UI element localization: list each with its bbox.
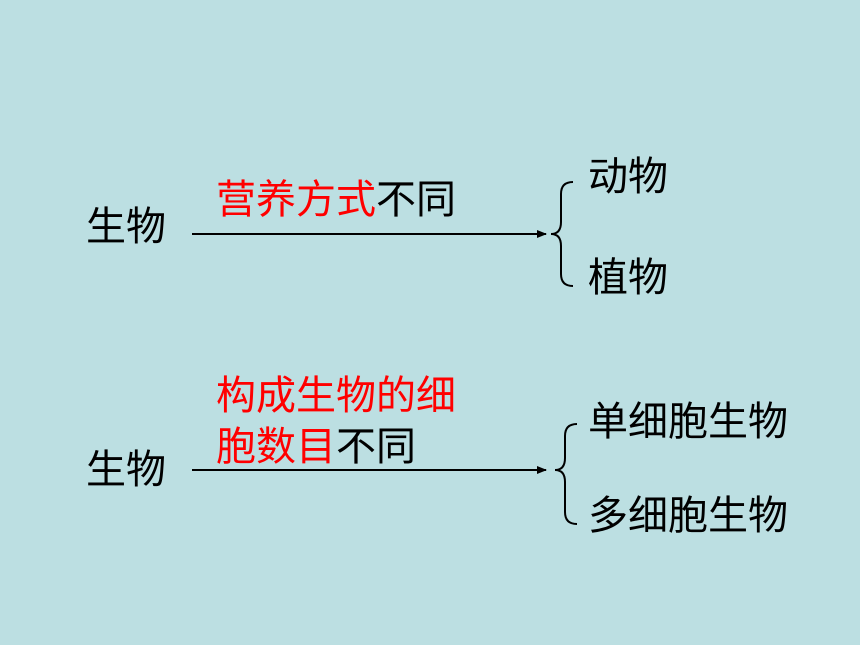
criterion-suffix-2: 不同	[336, 424, 416, 470]
criterion-highlight-2b: 胞数目	[216, 424, 336, 470]
branch-animals: 动物	[588, 154, 668, 200]
brace-2	[554, 423, 578, 525]
criterion-suffix-1: 不同	[376, 177, 456, 223]
criterion-label-1: 营养方式不同	[216, 180, 456, 220]
criterion-highlight-1: 营养方式	[216, 177, 376, 223]
criterion-label-2: 胞数目不同	[216, 427, 416, 467]
branch-multicellular: 多细胞生物	[588, 493, 788, 539]
branch-plants: 植物	[588, 255, 668, 301]
subject-label-1: 生物	[86, 204, 166, 250]
branch-unicellular: 单细胞生物	[588, 399, 788, 445]
brace-1	[550, 181, 574, 287]
criterion-highlight-2a: 构成生物的细	[216, 373, 456, 419]
subject-label-2: 生物	[86, 447, 166, 493]
